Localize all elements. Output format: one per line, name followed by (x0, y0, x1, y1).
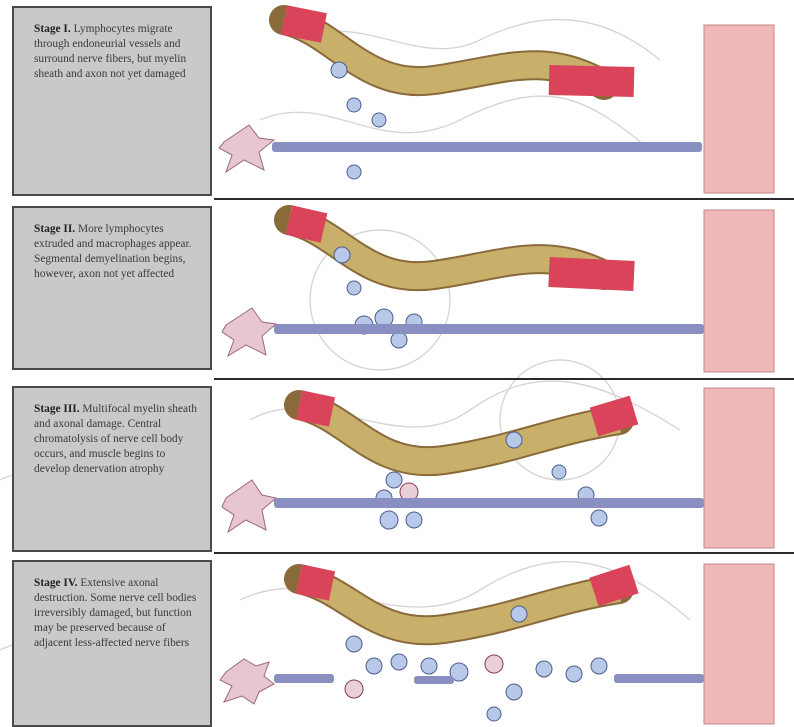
macrophage (380, 511, 398, 529)
lymphocyte (506, 432, 522, 448)
macrophage (421, 658, 437, 674)
stage-3-title: Stage III. (34, 403, 82, 415)
lymphocyte (511, 606, 527, 622)
vessel-red-end (299, 405, 332, 412)
macrophage (591, 658, 607, 674)
macrophage (591, 510, 607, 526)
muscle-tissue (704, 564, 774, 724)
macrophage (391, 654, 407, 670)
lymphocyte (334, 247, 350, 263)
vessel-red-end (299, 579, 332, 586)
vessel-red-end (594, 410, 634, 422)
stage-1-title: Stage I. (34, 23, 74, 35)
macrophage (345, 680, 363, 698)
macrophage (391, 332, 407, 348)
vessel-red-end (594, 579, 634, 592)
lymphocyte (347, 165, 361, 179)
macrophage (406, 512, 422, 528)
lymphocyte (331, 62, 347, 78)
macrophage (386, 472, 402, 488)
nerve-fiber-fragment (414, 676, 454, 684)
macrophage (506, 684, 522, 700)
stage-4-panel: Stage IV. Extensive axonal destruction. … (0, 554, 794, 727)
stage-2-title: Stage II. (34, 223, 78, 235)
stage-2-caption: Stage II. More lymphocytes extruded and … (12, 206, 212, 370)
vessel-red-end (549, 80, 634, 82)
neuron-cell-body (222, 308, 276, 356)
stage-4-title: Stage IV. (34, 577, 80, 589)
lymphocyte (347, 98, 361, 112)
vessel-red-end (289, 220, 324, 228)
neuron-cell-body (220, 659, 274, 704)
lymphocyte (347, 281, 361, 295)
endoneurial-vessel (299, 405, 619, 461)
macrophage (485, 655, 503, 673)
nerve-fiber (272, 142, 702, 152)
nerve-fiber-fragment (614, 674, 704, 683)
stage-1-panel: Stage I. Lymphocytes migrate through end… (0, 0, 794, 198)
neuron-cell-body (219, 125, 274, 172)
muscle-tissue (704, 25, 774, 193)
macrophage (552, 465, 566, 479)
macrophage (536, 661, 552, 677)
nerve-fiber (274, 324, 704, 334)
vessel-red-end (284, 20, 324, 28)
stage-3-caption: Stage III. Multifocal myelin sheath and … (12, 386, 212, 552)
stage-2-illustration (214, 200, 794, 378)
stage-4-illustration (214, 554, 794, 727)
macrophage (487, 707, 501, 721)
vessel-red-end (549, 272, 634, 276)
macrophage (566, 666, 582, 682)
stage-1-caption: Stage I. Lymphocytes migrate through end… (12, 6, 212, 196)
nerve-fiber (274, 498, 704, 508)
muscle-tissue (704, 388, 774, 548)
lymphocyte (372, 113, 386, 127)
stage-1-illustration (214, 0, 794, 198)
endoneurial-vessel (299, 579, 619, 630)
nerve-fiber-fragment (274, 674, 334, 683)
stage-3-panel: Stage III. Multifocal myelin sheath and … (0, 380, 794, 552)
macrophage (366, 658, 382, 674)
stage-2-panel: Stage II. More lymphocytes extruded and … (0, 200, 794, 378)
macrophage (346, 636, 362, 652)
stage-4-caption: Stage IV. Extensive axonal destruction. … (12, 560, 212, 727)
neuron-cell-body (222, 480, 276, 532)
muscle-tissue (704, 210, 774, 372)
stage-3-illustration (214, 380, 794, 552)
